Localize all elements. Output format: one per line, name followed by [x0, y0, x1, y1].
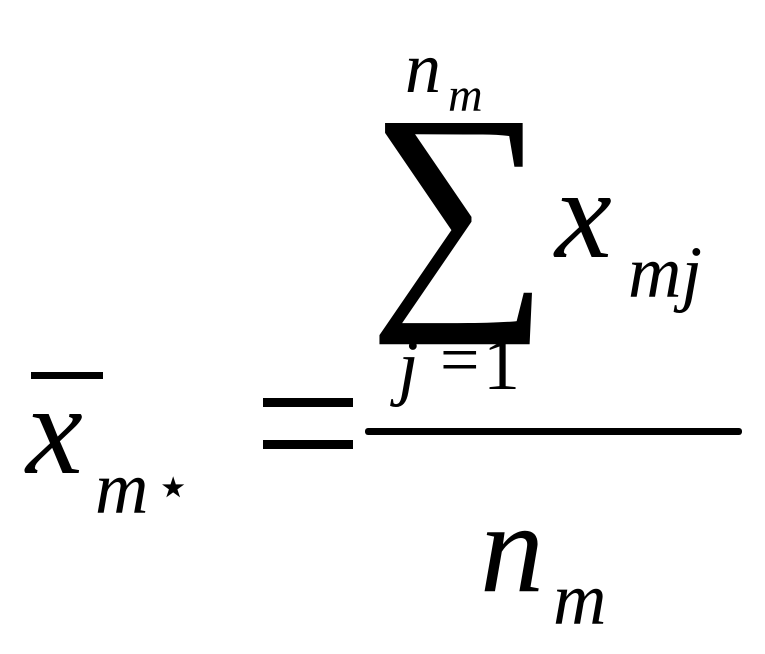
- overline-bar: [31, 372, 103, 379]
- denominator-sub: m: [553, 559, 607, 641]
- lhs-subscript-star: ⋆: [155, 454, 192, 519]
- equals-sign-top-bar: [263, 398, 353, 407]
- sum-upper-limit-sub: m: [448, 69, 483, 122]
- sum-term-base: x: [555, 143, 612, 285]
- sum-lower-limit-eq: =: [440, 322, 480, 399]
- lhs-variable: x: [26, 359, 83, 501]
- summation-operator: ∑: [368, 64, 550, 346]
- sum-lower-limit-var: j: [398, 326, 419, 408]
- denominator-base: n: [480, 477, 544, 619]
- sum-lower-limit-value: 1: [483, 324, 520, 406]
- lhs-subscript-index: m: [95, 448, 149, 530]
- sum-term-sub: mj: [628, 232, 702, 314]
- equals-sign-bottom-bar: [263, 440, 353, 449]
- fraction-bar: [365, 428, 742, 435]
- sum-upper-limit-base: n: [405, 28, 441, 108]
